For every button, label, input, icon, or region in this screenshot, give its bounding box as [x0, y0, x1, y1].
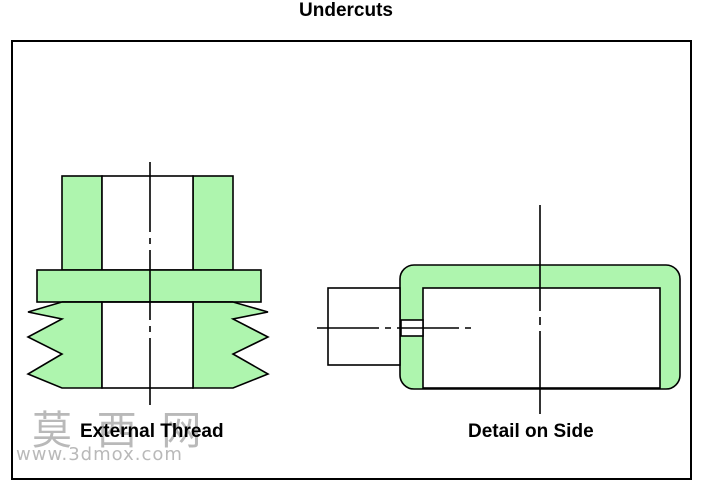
- thread-lower-bore: [101, 301, 194, 389]
- watermark-chinese: 莫 西 网: [32, 408, 208, 454]
- thread-top-left-wall: [61, 175, 103, 271]
- undercuts-drawing: [26, 162, 681, 414]
- side-pin: [327, 287, 401, 366]
- label-external-thread: External Thread: [80, 421, 224, 442]
- thread-top-right-wall: [192, 175, 234, 271]
- external-thread-part: [26, 162, 270, 405]
- thread-left-teeth: [26, 301, 103, 389]
- detail-on-side-part: [317, 205, 681, 414]
- watermark-url: www.3dmox.com: [16, 444, 183, 465]
- thread-right-teeth: [192, 301, 270, 389]
- label-detail-on-side: Detail on Side: [468, 421, 594, 442]
- thread-flange: [36, 269, 262, 303]
- side-inner-cavity: [422, 287, 661, 389]
- thread-top-bore: [101, 175, 194, 271]
- diagram-title: Undercuts: [299, 0, 393, 21]
